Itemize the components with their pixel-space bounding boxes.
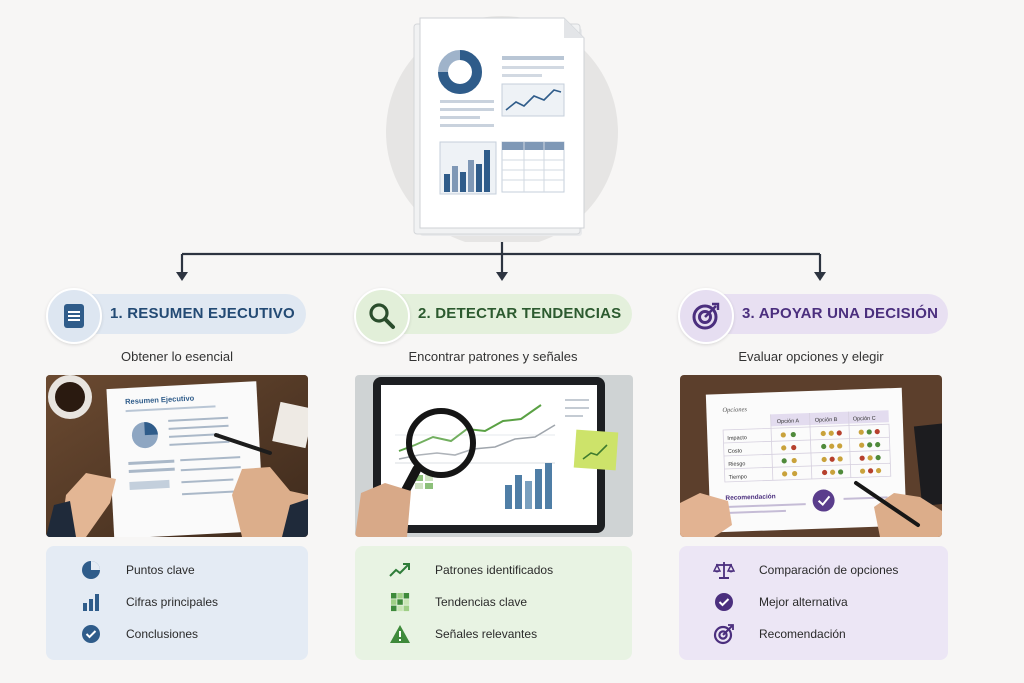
photo-table-header: Opción A [777,418,800,425]
info-box-resumen: Puntos clave Cifras principales Conclusi… [46,546,308,660]
photo-footer: Recomendación [725,493,775,502]
target-badge [678,288,734,344]
magnifier-icon [369,303,395,329]
list-item-label: Puntos clave [126,563,195,577]
photo-table-row-label: Riesgo [728,461,745,468]
magnifier-badge [354,288,410,344]
list-item-label: Conclusiones [126,627,199,641]
bar-chart-icon [83,594,99,611]
list-item-label: Recomendación [759,627,846,641]
list-item-label: Señales relevantes [435,627,538,641]
list-item: Conclusiones [80,623,198,645]
target-icon [692,302,720,330]
list-item: Puntos clave [80,559,195,581]
list-item: Tendencias clave [389,591,527,613]
list-item-label: Cifras principales [126,595,219,609]
column-title: 2. DETECTAR TENDENCIAS [418,305,622,322]
summary-photo: Resumen Ejecutivo [46,375,308,537]
list-item-label: Comparación de opciones [759,563,899,577]
list-item: Patrones identificados [389,559,553,581]
list-item: Cifras principales [80,591,218,613]
check-circle-icon [715,593,733,611]
document-badge [46,288,102,344]
column-subtitle: Encontrar patrones y señales [408,349,578,364]
photo-table-heading: Opciones [722,406,747,414]
target-icon [713,624,734,645]
photo-table-header: Opción B [815,417,838,424]
column-title: 3. APOYAR UNA DECISIÓN [742,305,939,322]
heatmap-icon [391,593,410,612]
column-header-decision: 3. APOYAR UNA DECISIÓN [678,288,948,344]
list-item-label: Mejor alternativa [759,595,848,609]
column-header-tendencias: 2. DETECTAR TENDENCIAS [354,288,632,344]
column-title: 1. RESUMEN EJECUTIVO [110,305,295,322]
column-subtitle: Evaluar opciones y elegir [738,349,884,364]
decision-photo: Opciones Opción A Opción B Opción C Impa… [680,375,942,537]
photo-table-row-label: Tiempo [729,474,747,481]
warning-icon [390,625,410,643]
list-item: Señales relevantes [389,623,537,645]
list-item: Recomendación [713,623,846,645]
list-item-label: Patrones identificados [435,563,554,577]
photo-heading: Resumen Ejecutivo [125,393,195,406]
photo-table-header: Opción C [853,416,876,423]
column-subtitle: Obtener lo esencial [120,349,233,364]
document-icon [64,304,84,328]
list-item: Comparación de opciones [713,559,898,581]
scales-icon [713,562,735,579]
list-item-label: Tendencias clave [435,595,528,609]
info-box-decision: Comparación de opciones Mejor alternativ… [679,546,948,660]
photo-table-row-label: Impacto [727,435,747,442]
photo-table-row-label: Costo [728,448,743,454]
trends-photo [355,375,633,537]
info-box-tendencias: Patrones identificados Tendencias clave … [355,546,632,660]
check-circle-icon [82,625,100,643]
pie-chart-icon [82,561,100,579]
trend-up-icon [389,563,410,577]
report-document-illustration [386,16,618,242]
list-item: Mejor alternativa [713,591,848,613]
column-header-resumen: 1. RESUMEN EJECUTIVO [46,288,306,344]
